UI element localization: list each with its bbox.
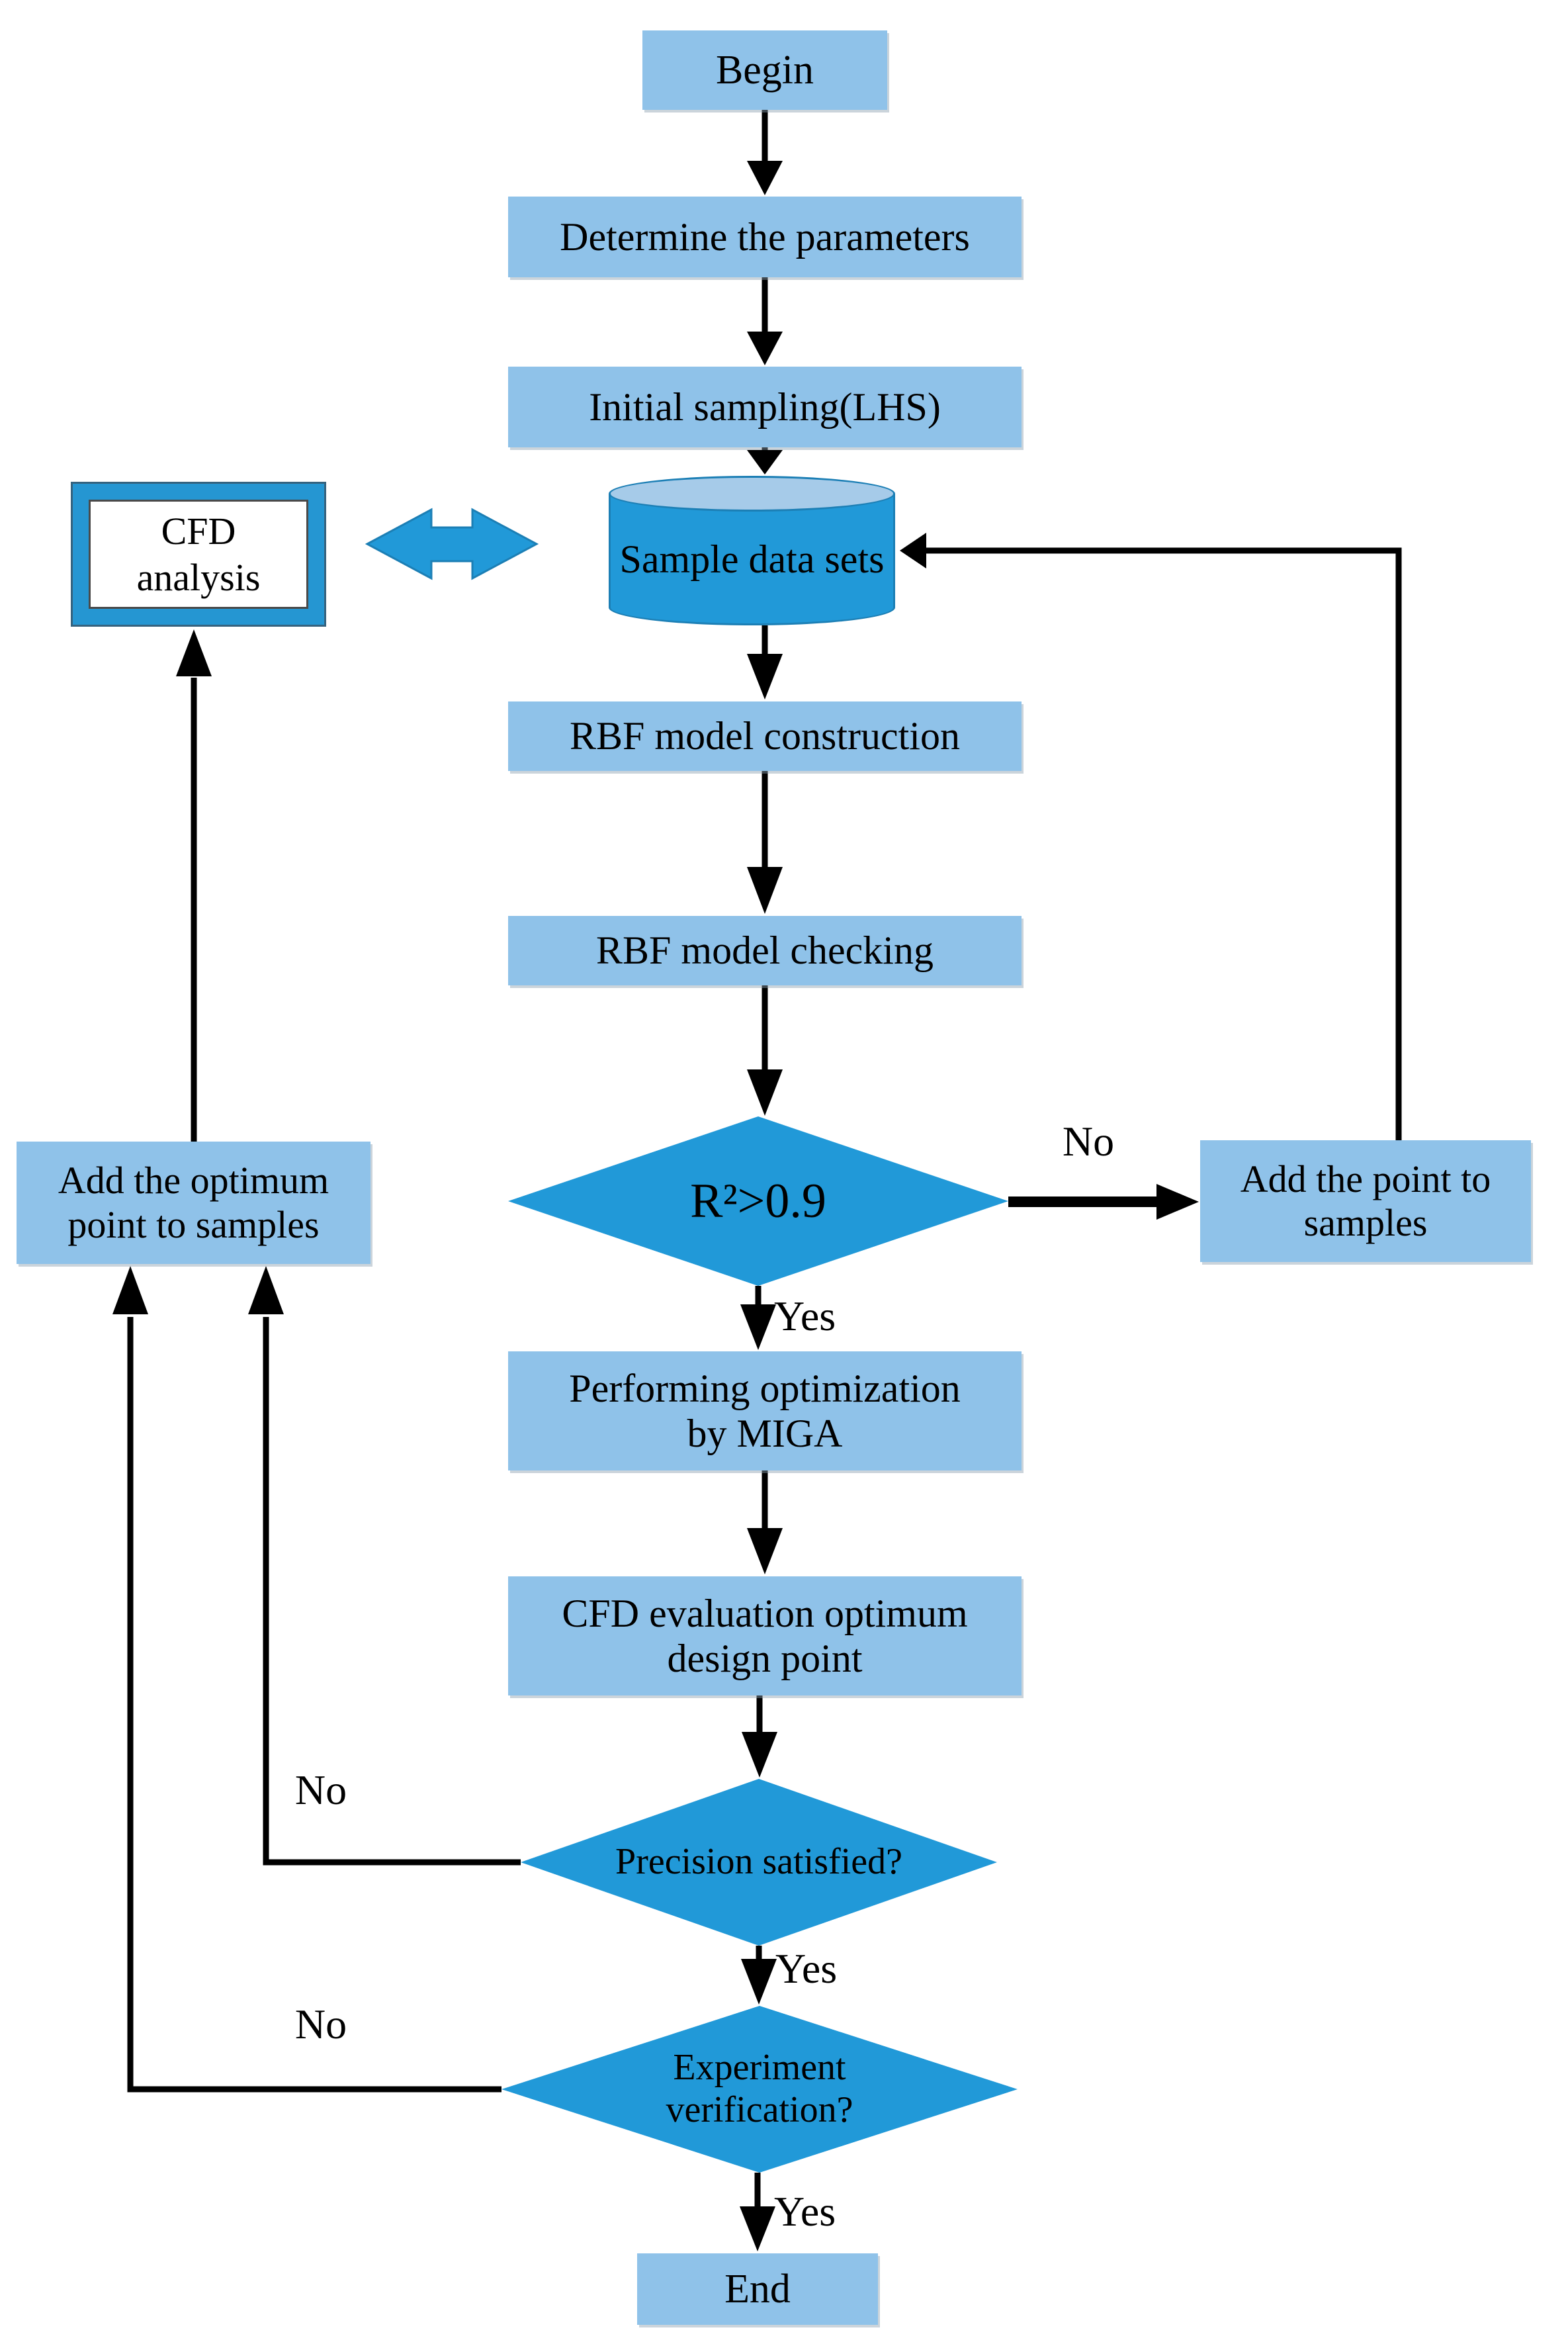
line-precision-no [263, 1317, 521, 1866]
node-add-optimum-point-label: Add the optimum point to samples [58, 1159, 329, 1246]
arrowhead-addpoint [1156, 1184, 1199, 1220]
node-cfd-analysis: CFD analysis [71, 482, 326, 627]
cylinder-body [609, 494, 895, 608]
arrowhead-precision [742, 1732, 777, 1778]
node-add-point-to-samples-label: Add the point to samples [1240, 1157, 1491, 1244]
node-end-label: End [724, 2266, 791, 2312]
node-cfd-evaluation-label: CFD evaluation optimum design point [562, 1591, 968, 1680]
arrowhead-cfdeval [747, 1528, 783, 1574]
double-arrow-cfd-sampledata [365, 508, 539, 580]
edge-label-experiment-no: No [294, 2001, 347, 2048]
node-rbf-construction-label: RBF model construction [570, 714, 960, 758]
arrowhead-determine [747, 161, 783, 195]
node-performing-optimization-label: Performing optimization by MIGA [569, 1366, 961, 1455]
node-determine-parameters: Determine the parameters [508, 197, 1022, 277]
edge-label-precision-no: No [294, 1766, 347, 1813]
arrowhead-end [740, 2206, 775, 2251]
node-decision-precision-label: Precision satisfied? [615, 1841, 902, 1883]
node-initial-sampling: Initial sampling(LHS) [508, 367, 1022, 447]
arrowhead-r2 [747, 1069, 783, 1116]
node-cfd-evaluation: CFD evaluation optimum design point [508, 1576, 1022, 1695]
arrowhead-construction [747, 654, 783, 700]
node-rbf-checking-label: RBF model checking [596, 928, 934, 973]
node-cfd-analysis-label: CFD analysis [136, 509, 261, 599]
node-begin: Begin [642, 30, 887, 110]
node-rbf-construction: RBF model construction [508, 701, 1022, 771]
node-decision-experiment-label: Experiment verification? [666, 2047, 853, 2130]
arrowhead-experiment [741, 1959, 777, 2005]
arrowhead-performing [740, 1304, 776, 1350]
node-performing-optimization: Performing optimization by MIGA [508, 1351, 1022, 1470]
node-sample-data-sets-label: Sample data sets [619, 537, 885, 581]
node-add-point-to-samples: Add the point to samples [1200, 1140, 1531, 1262]
cfd-analysis-inner: CFD analysis [89, 500, 308, 609]
node-begin-label: Begin [715, 47, 814, 93]
node-initial-sampling-label: Initial sampling(LHS) [589, 384, 941, 429]
node-rbf-checking: RBF model checking [508, 916, 1022, 985]
edge-label-precision-yes: Yes [775, 1945, 838, 1992]
node-sample-data-sets: Sample data sets [609, 476, 895, 625]
arrowhead-feedback-cylinder [900, 533, 926, 568]
arrowhead-optimum-to-cfd [176, 629, 212, 676]
arrowhead-sampledata [747, 450, 783, 474]
cylinder-top [609, 476, 895, 512]
arrowhead-precision-no-up [248, 1266, 284, 1314]
edge-label-experiment-yes: Yes [774, 2188, 836, 2235]
edge-label-r2-no: No [1062, 1118, 1115, 1165]
arrowhead-checking [747, 867, 783, 914]
arrowhead-experiment-no-up [112, 1266, 148, 1314]
node-decision-r2-label: R²>0.9 [690, 1173, 826, 1228]
node-end: End [637, 2253, 878, 2325]
edge-label-r2-yes: Yes [774, 1292, 836, 1339]
node-add-optimum-point: Add the optimum point to samples [17, 1142, 370, 1264]
line-experiment-no [127, 1317, 501, 2093]
arrowhead-initial [747, 332, 783, 365]
line-addpoint-feedback [926, 547, 1402, 1140]
node-determine-parameters-label: Determine the parameters [560, 214, 970, 259]
